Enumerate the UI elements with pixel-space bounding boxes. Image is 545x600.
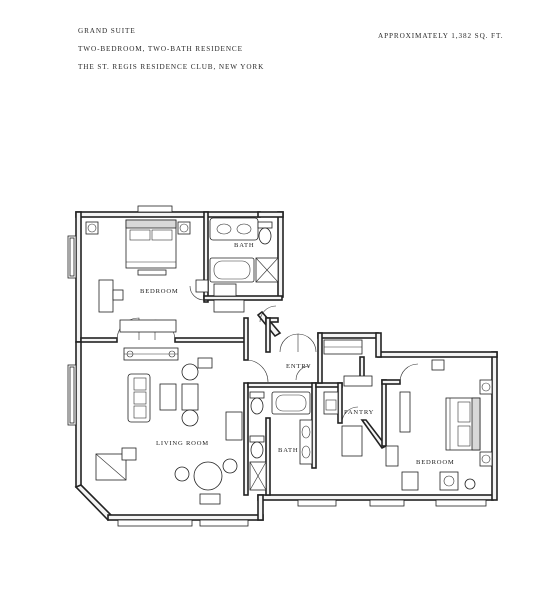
door-swings (116, 285, 419, 424)
label-living-room: LIVING ROOM (156, 440, 209, 447)
pantry-fixtures (323, 391, 411, 457)
right-bedroom-furniture (385, 359, 493, 491)
label-bedroom-left: BEDROOM (140, 288, 179, 295)
label-bath-upper: BATH (234, 242, 254, 249)
label-bedroom-right: BEDROOM (416, 459, 455, 466)
upper-bath-fixtures (209, 217, 279, 297)
exterior-walls (74, 211, 498, 522)
label-bath-lower: BATH (278, 447, 298, 454)
label-entry: ENTRY (286, 363, 312, 370)
suite-subtitle: TWO-BEDROOM, TWO-BATH RESIDENCE (78, 45, 243, 53)
living-room-furniture (95, 347, 243, 505)
room-labels: BATH BEDROOM ENTRY PANTRY LIVING ROOM BA… (140, 242, 455, 466)
windows (67, 205, 487, 527)
left-bedroom-furniture (85, 219, 245, 333)
residence-name: THE ST. REGIS RESIDENCE CLUB, NEW YORK (78, 63, 265, 71)
label-pantry: PANTRY (344, 409, 374, 416)
area-label: APPROXIMATELY 1,382 SQ. FT. (378, 32, 504, 40)
suite-title: GRAND SUITE (78, 27, 136, 35)
lower-bath-fixtures (249, 391, 313, 491)
interior-walls (80, 211, 401, 496)
entry-closet (323, 339, 373, 387)
